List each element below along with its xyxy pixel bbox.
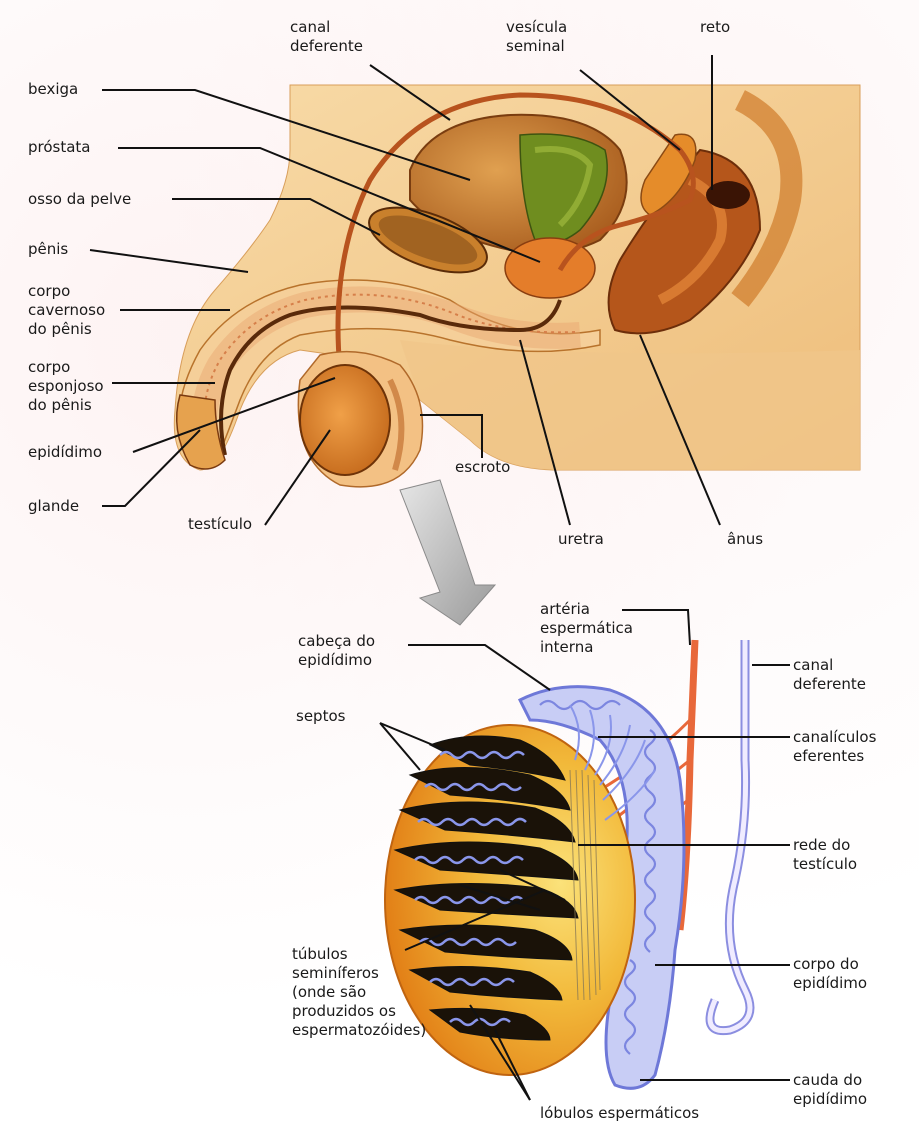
label-tubulos-seminiferos: túbulos seminíferos (onde são produzidos…: [292, 945, 426, 1040]
testis-shape: [300, 365, 390, 475]
label-osso-da-pelve: osso da pelve: [28, 190, 131, 209]
sagittal-section-figure: [174, 85, 860, 487]
label-canal-deferente-bottom: canal deferente: [793, 656, 866, 694]
label-arteria-espermatica: artéria espermática interna: [540, 600, 633, 657]
label-corpo-cavernoso: corpo cavernoso do pênis: [28, 282, 105, 339]
label-reto: reto: [700, 18, 730, 37]
label-glande: glande: [28, 497, 79, 516]
testis-detail-figure: [385, 640, 750, 1088]
label-testiculo-top: testículo: [188, 515, 252, 534]
label-prostata: próstata: [28, 138, 91, 157]
label-corpo-esponjoso: corpo esponjoso do pênis: [28, 358, 104, 415]
label-escroto: escroto: [455, 458, 510, 477]
label-septos: septos: [296, 707, 345, 726]
label-bexiga: bexiga: [28, 80, 78, 99]
label-anus: ânus: [727, 530, 763, 549]
label-rede-testiculo: rede do testículo: [793, 836, 857, 874]
label-cabeca-epididimo: cabeça do epidídimo: [298, 632, 375, 670]
label-canaliculos-eferentes: canalículos eferentes: [793, 728, 876, 766]
label-canal-deferente-top: canal deferente: [290, 18, 363, 56]
label-uretra: uretra: [558, 530, 604, 549]
label-vesicula-seminal: vesícula seminal: [506, 18, 567, 56]
label-lobulos-espermaticos: lóbulos espermáticos: [540, 1104, 699, 1123]
label-corpo-epididimo: corpo do epidídimo: [793, 955, 867, 993]
label-epididimo-top: epidídimo: [28, 443, 102, 462]
label-penis: pênis: [28, 240, 68, 259]
label-cauda-epididimo: cauda do epidídimo: [793, 1071, 867, 1109]
zoom-arrow: [400, 480, 495, 625]
